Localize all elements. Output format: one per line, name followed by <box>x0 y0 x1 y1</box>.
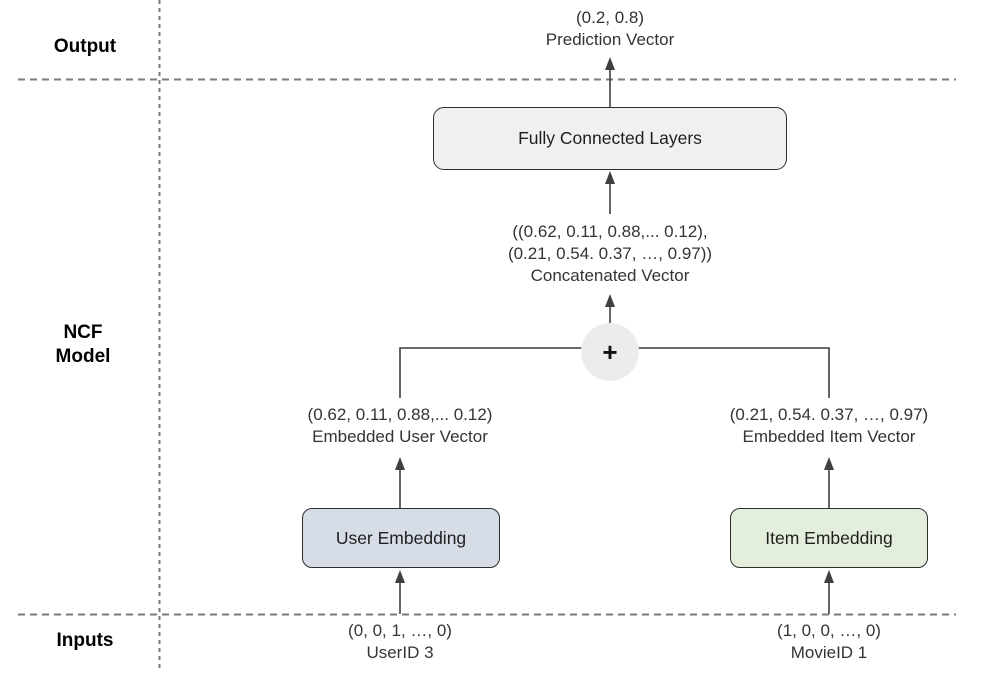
user-input-annotation: (0, 0, 1, …, 0) UserID 3 <box>348 620 452 664</box>
prediction-vector-value: (0.2, 0.8) <box>575 8 645 27</box>
fully-connected-layers-label: Fully Connected Layers <box>518 128 702 148</box>
item-input-caption: MovieID 1 <box>790 643 868 662</box>
section-label-output: Output <box>53 36 117 57</box>
item-embedding-box: Item Embedding <box>730 508 928 568</box>
item-input-annotation: (1, 0, 0, …, 0) MovieID 1 <box>777 620 881 664</box>
concatenated-vector-line2: (0.21, 0.54. 0.37, …, 0.97)) <box>507 244 713 263</box>
arrowhead-fc-to-prediction <box>605 57 615 70</box>
item-input-vector: (1, 0, 0, …, 0) <box>777 621 881 640</box>
embedded-item-vector-annotation: (0.21, 0.54. 0.37, …, 0.97) Embedded Ite… <box>730 404 928 448</box>
user-input-caption: UserID 3 <box>366 643 434 662</box>
embedded-user-vector-annotation: (0.62, 0.11, 0.88,... 0.12) Embedded Use… <box>308 404 493 448</box>
concat-plus-circle: + <box>581 323 639 381</box>
arrowhead-concat-to-fc <box>605 171 615 184</box>
user-input-vector: (0, 0, 1, …, 0) <box>348 621 452 640</box>
section-label-ncf: NCF <box>63 322 103 343</box>
arrowhead-iteminput-to-itembox <box>824 570 834 583</box>
plus-icon: + <box>602 336 618 367</box>
arrowhead-userbox-to-uservector <box>395 457 405 470</box>
concatenated-vector-line1: ((0.62, 0.11, 0.88,... 0.12), <box>512 222 708 241</box>
arrowhead-userinput-to-userbox <box>395 570 405 583</box>
user-embedding-box: User Embedding <box>302 508 500 568</box>
user-embedding-label: User Embedding <box>335 527 467 548</box>
embedded-item-vector-value: (0.21, 0.54. 0.37, …, 0.97) <box>729 405 929 424</box>
section-label-model: Model <box>55 346 111 367</box>
concatenated-vector-caption: Concatenated Vector <box>530 266 690 285</box>
prediction-vector-caption: Prediction Vector <box>545 30 675 49</box>
prediction-vector-annotation: (0.2, 0.8) Prediction Vector <box>546 7 675 51</box>
arrowhead-plus-to-concat <box>605 294 615 307</box>
section-label-inputs: Inputs <box>56 630 114 651</box>
item-embedding-label: Item Embedding <box>765 527 893 548</box>
embedded-user-vector-caption: Embedded User Vector <box>312 427 488 446</box>
concatenated-vector-annotation: ((0.62, 0.11, 0.88,... 0.12), (0.21, 0.5… <box>508 221 712 287</box>
section-label-ncf-model: NCF Model <box>56 321 111 369</box>
embedded-item-vector-caption: Embedded Item Vector <box>742 427 916 446</box>
arrowhead-itembox-to-itemvector <box>824 457 834 470</box>
embedded-user-vector-value: (0.62, 0.11, 0.88,... 0.12) <box>307 405 493 424</box>
fully-connected-layers-box: Fully Connected Layers <box>433 107 787 170</box>
